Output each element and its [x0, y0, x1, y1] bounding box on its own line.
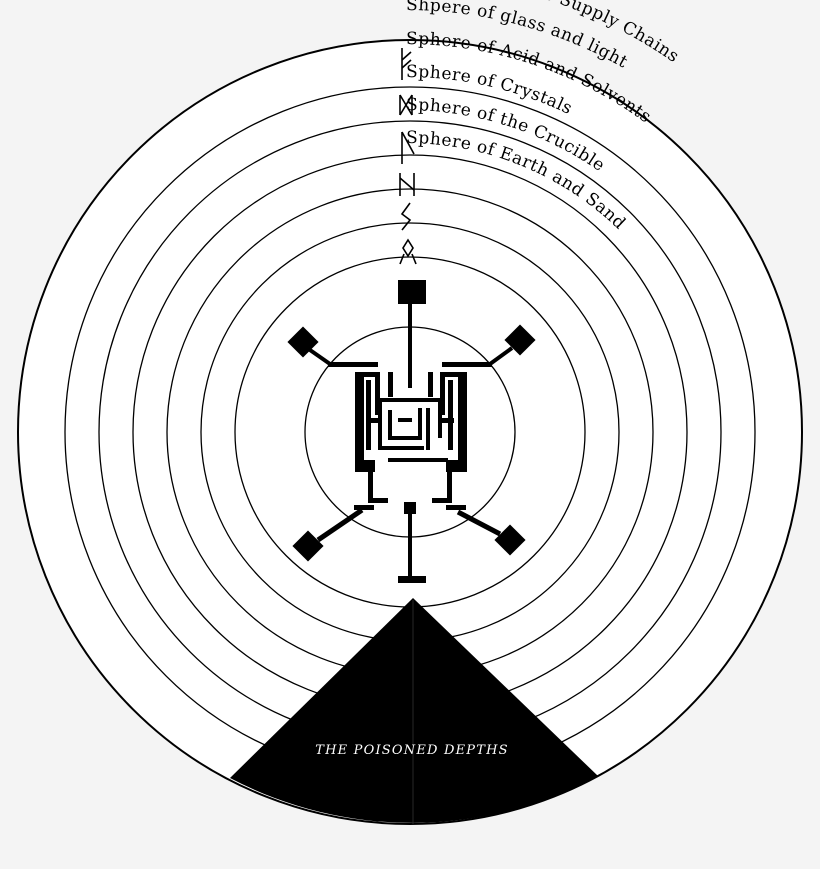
laguz-rune-icon	[401, 131, 415, 164]
poisoned-depths: THE POISONED DEPTHS	[230, 598, 598, 824]
hagalaz-rune-icon	[399, 173, 415, 196]
runes	[399, 48, 417, 265]
sowilo-rune-icon	[400, 202, 412, 231]
fehu-rune-icon	[401, 48, 412, 80]
othala-rune-icon	[399, 238, 417, 265]
poisoned-depths-label: THE POISONED DEPTHS	[315, 743, 509, 758]
dagaz-rune-icon	[399, 94, 413, 116]
